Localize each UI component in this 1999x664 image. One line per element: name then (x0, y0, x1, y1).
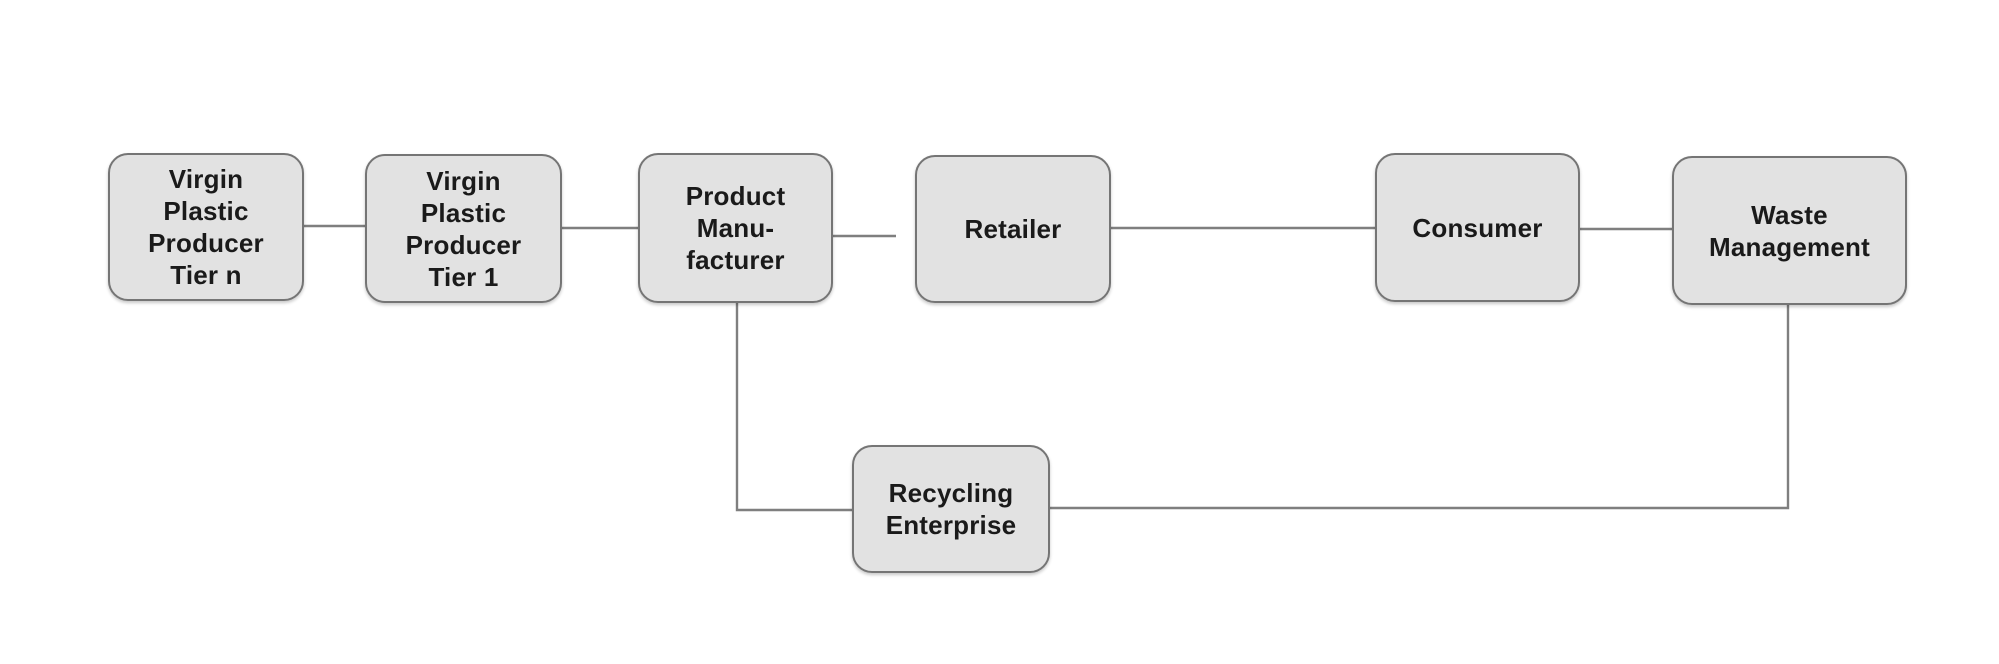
node-label-waste-management: Waste Management (1709, 199, 1870, 262)
node-label-recycling-enterprise: Recycling Enterprise (885, 478, 1017, 540)
node-product-manufacturer: Product Manu- facturer (638, 153, 833, 303)
node-label-consumer: Consumer (1412, 212, 1543, 243)
node-retailer: Retailer (915, 155, 1111, 303)
edge-recycling-enterprise-to-waste-management (1050, 305, 1790, 510)
node-recycling-enterprise: Recycling Enterprise (852, 445, 1050, 573)
node-consumer: Consumer (1375, 153, 1580, 302)
node-waste-management: Waste Management (1672, 156, 1907, 305)
node-label-virgin-plastic-producer-tier-1: Virgin Plastic Producer Tier 1 (405, 165, 522, 292)
edge-manufacturer-to-recycling-enterprise (735, 303, 852, 512)
node-virgin-plastic-producer-tier-1: Virgin Plastic Producer Tier 1 (365, 154, 562, 303)
node-virgin-plastic-producer-tier-n: Virgin Plastic Producer Tier n (108, 153, 304, 301)
node-label-retailer: Retailer (964, 214, 1062, 244)
node-label-virgin-plastic-producer-tier-n: Virgin Plastic Producer Tier n (148, 164, 264, 290)
node-label-product-manufacturer: Product Manu- facturer (685, 181, 786, 275)
